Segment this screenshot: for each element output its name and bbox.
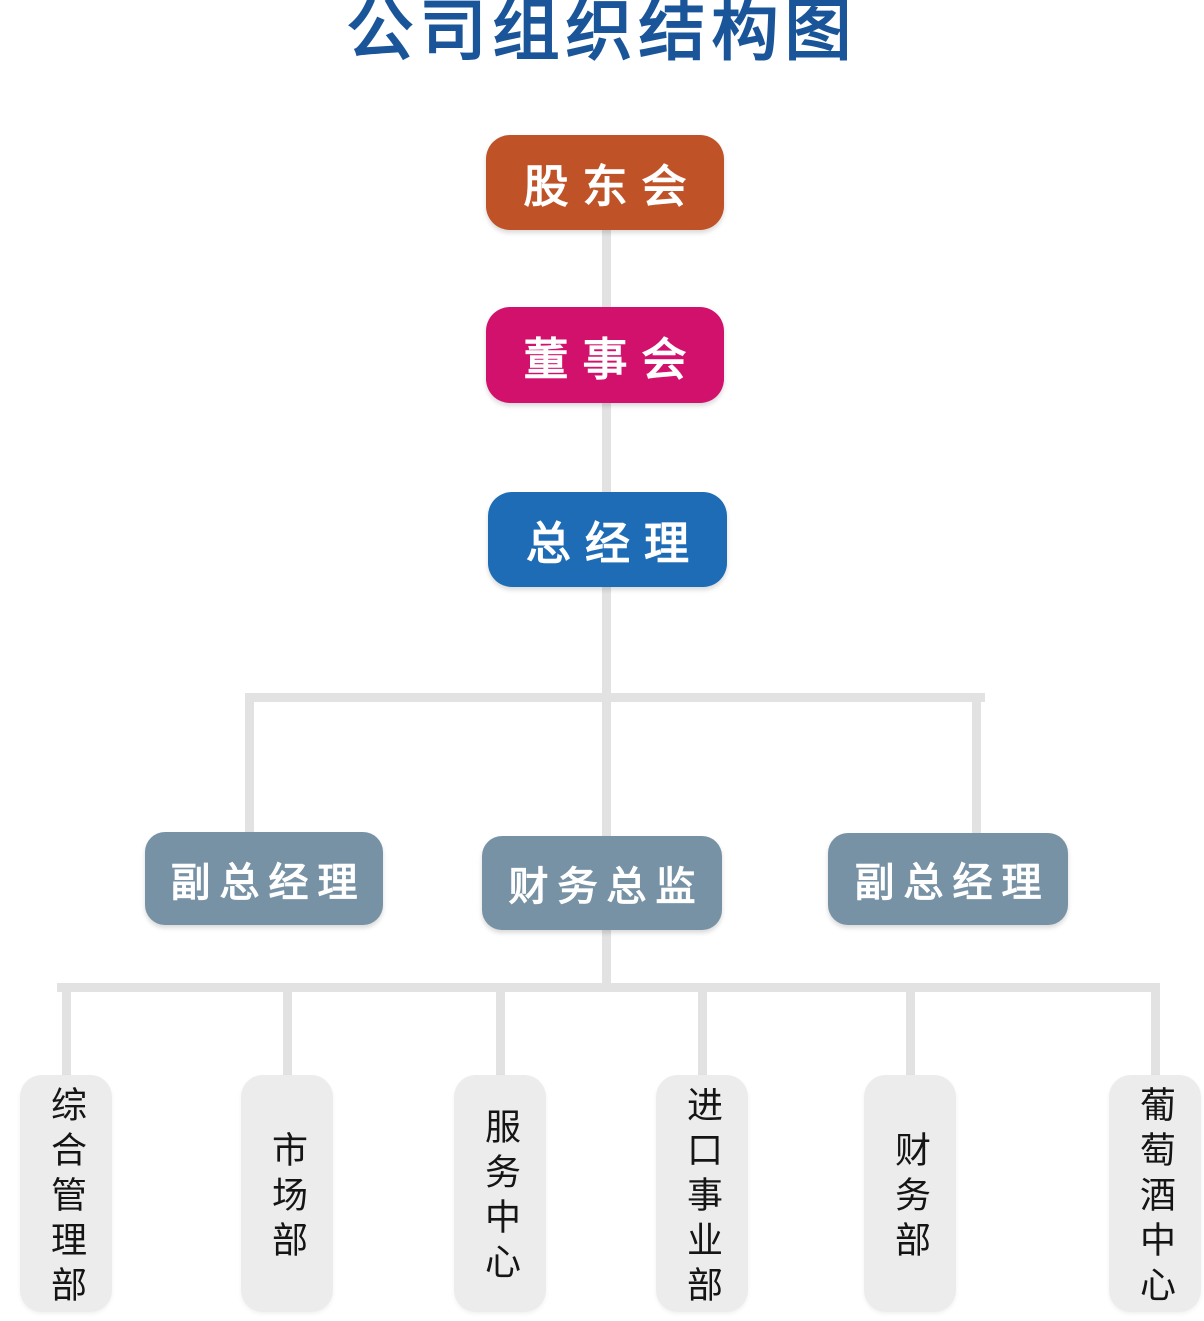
connector-branch-horizontal (245, 693, 985, 702)
node-label: 财务总监 (508, 865, 705, 909)
page-title: 公司组织结构图 (346, 0, 858, 69)
node-shareholders-meeting: 股东会 (486, 135, 724, 230)
connector-drop-4 (698, 983, 707, 1080)
connector-finance-feed (602, 898, 611, 990)
node-deputy-general-manager-right: 副总经理 (828, 833, 1068, 925)
node-label: 股东会 (523, 161, 701, 212)
node-dept-finance: 财务部 (864, 1075, 956, 1312)
node-general-manager: 总经理 (488, 492, 727, 587)
node-board-of-directors: 董事会 (486, 307, 724, 403)
connector-left-elbow (245, 693, 254, 838)
node-dept-service-center: 服务中心 (454, 1075, 546, 1312)
node-dept-wine-center: 葡萄酒中心 (1109, 1075, 1201, 1312)
node-dept-marketing: 市场部 (241, 1075, 333, 1312)
node-label: 市场部 (267, 1130, 308, 1266)
node-deputy-general-manager-left: 副总经理 (145, 832, 383, 925)
connector-drop-3 (496, 983, 505, 1080)
node-label: 副总经理 (854, 861, 1051, 905)
connector-drop-1 (62, 983, 71, 1080)
connector-bus-horizontal (57, 983, 1160, 992)
node-label: 进口事业部 (682, 1085, 723, 1311)
node-dept-general-admin: 综合管理部 (20, 1075, 112, 1312)
connector-drop-2 (283, 983, 292, 1080)
connector-drop-5 (906, 983, 915, 1080)
connector-drop-6 (1151, 983, 1160, 1080)
node-label: 副总经理 (170, 860, 367, 905)
connector-right-elbow (972, 693, 981, 838)
node-dept-import-business: 进口事业部 (656, 1075, 748, 1312)
node-label: 服务中心 (480, 1108, 521, 1288)
node-label: 财务部 (890, 1130, 931, 1266)
node-finance-director: 财务总监 (482, 836, 722, 930)
node-label: 综合管理部 (46, 1085, 87, 1311)
node-label: 葡萄酒中心 (1135, 1085, 1176, 1311)
node-label: 董事会 (523, 333, 701, 385)
node-label: 总经理 (525, 518, 703, 569)
